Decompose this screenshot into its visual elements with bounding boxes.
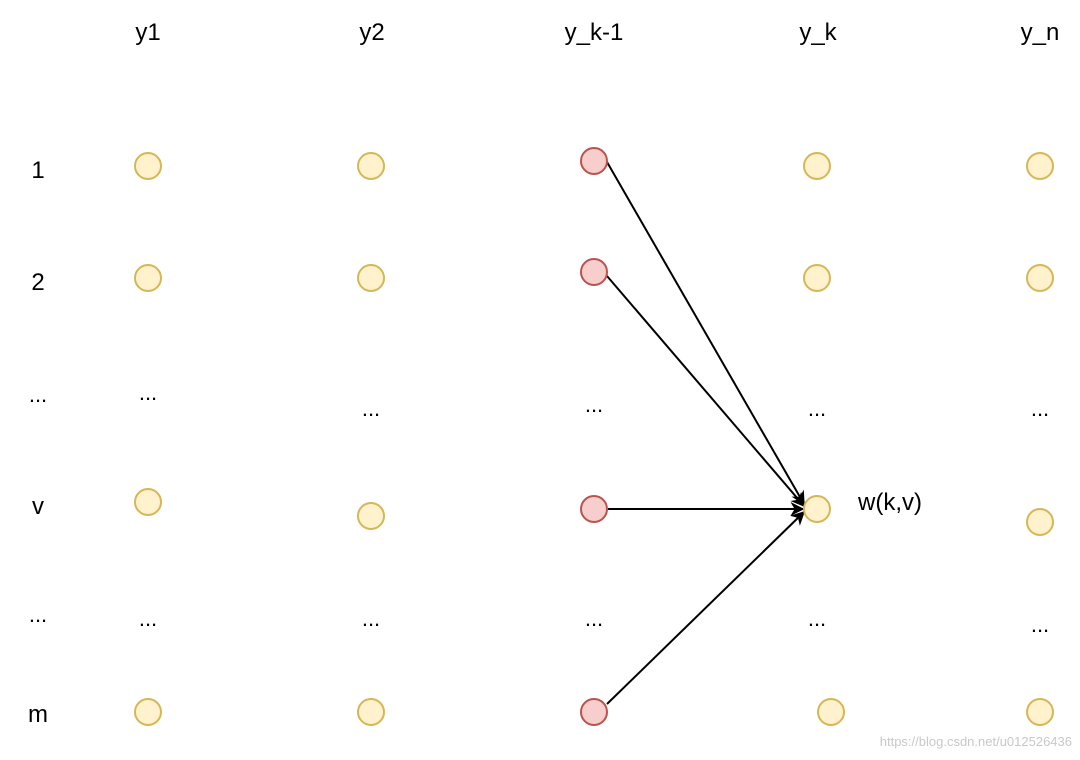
node-yn-m	[1026, 698, 1054, 726]
node-yk1-1	[580, 147, 608, 175]
row-labels: 1 2 ... v ... m	[28, 157, 48, 728]
column-header-y1: y1	[135, 19, 160, 46]
column-headers: y1 y2 y_k-1 y_k y_n	[135, 19, 1059, 46]
ellipsis-y1-lower: ...	[139, 606, 157, 631]
node-y1-v	[134, 488, 162, 516]
column-y-k-1-nodes: ... ...	[580, 147, 608, 726]
column-header-y-k: y_k	[799, 19, 837, 46]
edge-row1-to-v	[606, 161, 805, 506]
row-label-m: m	[28, 701, 48, 728]
node-y1-1	[134, 152, 162, 180]
ellipsis-yn-upper: ...	[1031, 396, 1049, 421]
edge-row2-to-v	[606, 275, 805, 508]
column-y2-nodes: ... ...	[357, 152, 385, 726]
edge-rowm-to-v	[606, 511, 806, 705]
watermark-text: https://blog.csdn.net/u012526436	[880, 734, 1072, 749]
ellipsis-y2-lower: ...	[362, 606, 380, 631]
node-y2-v	[357, 502, 385, 530]
column-y-n-nodes: ... ...	[1026, 152, 1054, 726]
column-y-k-nodes: ... ...	[803, 152, 845, 726]
ellipsis-y2-upper: ...	[362, 396, 380, 421]
node-yn-v	[1026, 508, 1054, 536]
transition-edges	[606, 161, 806, 705]
node-yk1-2	[580, 258, 608, 286]
column-y1-nodes: ... ...	[134, 152, 162, 726]
ellipsis-yk-upper: ...	[808, 396, 826, 421]
node-yk-v-target	[803, 495, 831, 523]
node-y2-m	[357, 698, 385, 726]
node-yn-2	[1026, 264, 1054, 292]
node-yk1-v	[580, 495, 608, 523]
ellipsis-y1-upper: ...	[139, 380, 157, 405]
node-yk-m	[817, 698, 845, 726]
row-label-ellipsis-lower: ...	[29, 602, 47, 627]
column-header-y2: y2	[359, 19, 384, 46]
ellipsis-yk1-lower: ...	[585, 606, 603, 631]
ellipsis-yk-lower: ...	[808, 606, 826, 631]
edge-weight-label: w(k,v)	[857, 489, 922, 516]
ellipsis-yn-lower: ...	[1031, 612, 1049, 637]
node-yn-1	[1026, 152, 1054, 180]
row-label-v: v	[32, 493, 44, 520]
node-yk-1	[803, 152, 831, 180]
column-header-y-k-1: y_k-1	[565, 19, 624, 46]
row-label-2: 2	[31, 269, 44, 296]
node-yk-2	[803, 264, 831, 292]
row-label-1: 1	[31, 157, 44, 184]
node-y1-2	[134, 264, 162, 292]
column-header-y-n: y_n	[1021, 19, 1060, 46]
node-yk1-m	[580, 698, 608, 726]
node-y2-2	[357, 264, 385, 292]
node-y2-1	[357, 152, 385, 180]
row-label-ellipsis-upper: ...	[29, 382, 47, 407]
node-y1-m	[134, 698, 162, 726]
ellipsis-yk1-upper: ...	[585, 392, 603, 417]
